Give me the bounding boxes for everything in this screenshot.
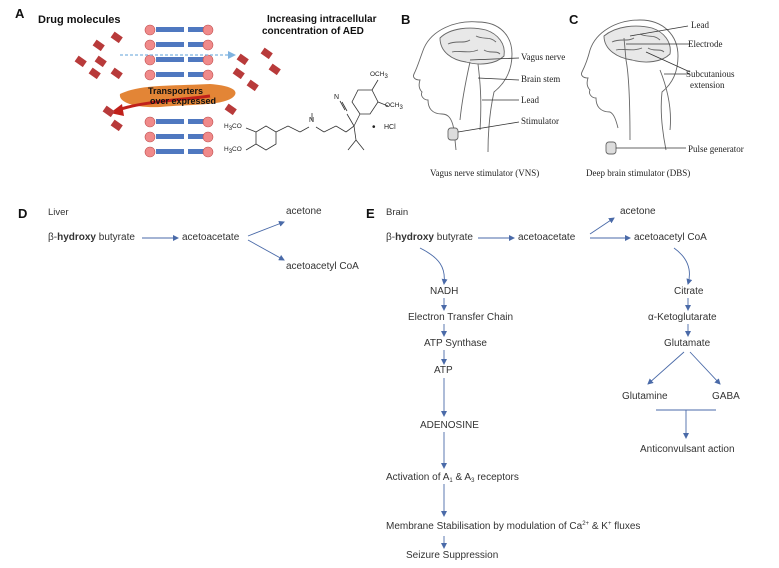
vagus-nerve-label: Vagus nerve [521, 52, 566, 62]
atp: ATP [434, 365, 453, 376]
h3co-bottom-label: H3CO [224, 146, 242, 155]
panel-label-e: E [366, 206, 375, 221]
electron-transfer-chain: Electron Transfer Chain [408, 312, 514, 323]
lipid-row [144, 116, 214, 128]
brain-title: Brain [386, 207, 409, 218]
seizure-suppression: Seizure Suppression [406, 550, 499, 561]
increasing-label-line2: concentration of AED [262, 26, 364, 37]
e-acetoacetate: acetoacetate [518, 232, 576, 243]
gaba: GABA [712, 391, 740, 402]
hcl-label: HCl [384, 124, 396, 131]
atp-synthase: ATP Synthase [424, 338, 487, 349]
electrode-label: Electrode [688, 39, 723, 49]
alpha-ketoglutarate: α-Ketoglutarate [648, 312, 717, 323]
stimulator-label: Stimulator [521, 116, 559, 126]
e-acetone: acetone [620, 206, 656, 217]
panel-label-b: B [401, 12, 411, 27]
liver-title: Liver [48, 207, 69, 218]
och3-top-label: OCH3 [370, 71, 388, 80]
lipid-row [144, 24, 214, 36]
glutamine: Glutamine [622, 391, 668, 402]
lead-label-b: Lead [521, 95, 539, 105]
vns-caption: Vagus nerve stimulator (VNS) [430, 168, 540, 178]
adenosine: ADENOSINE [420, 420, 479, 431]
pulse-generator-label: Pulse generator [688, 144, 744, 154]
extension-label: extension [690, 80, 725, 90]
brain-stem-label: Brain stem [521, 74, 561, 84]
och3-right-label: OCH3 [385, 102, 403, 111]
efflux-arrow [117, 94, 211, 112]
lipid-row [144, 39, 214, 51]
e-beta-hydroxybutyrate: β-hydroxy butyrate [386, 232, 473, 243]
membrane-stabilisation: Membrane Stabilisation by modulation of … [386, 521, 641, 532]
panel-label-a: A [15, 6, 25, 21]
salt-dot: • [372, 122, 376, 133]
nadh: NADH [430, 286, 459, 297]
citrate: Citrate [674, 286, 704, 297]
drug-molecules-left [74, 31, 123, 132]
lead-label-c: Lead [691, 20, 709, 30]
h3co-top-label: H3CO [224, 123, 242, 132]
d-acetoacetate: acetoacetate [182, 232, 240, 243]
lipid-row [144, 131, 214, 143]
transporters-label-line2: over expressed [150, 96, 217, 106]
glutamate: Glutamate [664, 338, 711, 349]
lipid-row [144, 69, 214, 81]
subcutanious-label: Subcutanious [686, 69, 735, 79]
drug-molecules-right [224, 47, 281, 116]
panel-label-c: C [569, 12, 579, 27]
drug-molecules-label: Drug molecules [38, 14, 121, 26]
n-atom-label: N [309, 117, 315, 124]
activation-receptors: Activation of A1 & A3 receptors [386, 472, 519, 484]
membrane-bilayer [144, 24, 214, 158]
anticonvulsant-action: Anticonvulsant action [640, 444, 735, 455]
transporters-label-line1: Transporters [148, 86, 204, 96]
d-beta-hydroxybutyrate: β-hydroxy butyrate [48, 232, 135, 243]
d-acetone: acetone [286, 206, 322, 217]
d-acetoacetyl-coa: acetoacetyl CoA [286, 261, 359, 272]
verapamil-structure [245, 79, 389, 151]
nitrile-n-label: N [334, 94, 340, 101]
panel-label-d: D [18, 206, 28, 221]
lipid-row [144, 146, 214, 158]
increasing-label-line1: Increasing intracellular [267, 14, 377, 25]
dbs-caption: Deep brain stimulator (DBS) [586, 168, 691, 178]
transporter-shape [119, 84, 236, 108]
e-acetoacetyl-coa: acetoacetyl CoA [634, 232, 707, 243]
lipid-row [144, 54, 214, 66]
